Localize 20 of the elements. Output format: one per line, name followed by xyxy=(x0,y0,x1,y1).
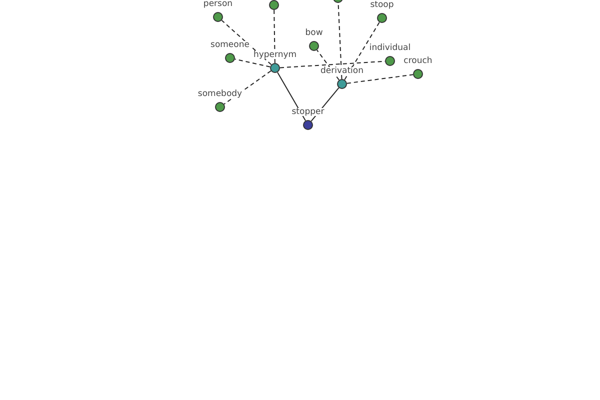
dashed-connector xyxy=(274,10,276,64)
dashed-connector xyxy=(346,74,414,84)
dashed-connector xyxy=(234,58,271,68)
node-label: stoop xyxy=(369,0,395,9)
node-label: person xyxy=(202,0,234,8)
dashed-connector xyxy=(221,20,272,66)
connector xyxy=(277,72,306,122)
dashed-connector xyxy=(338,2,342,80)
node-label: stopper xyxy=(290,108,326,116)
dashed-connector xyxy=(316,50,340,80)
node-label: crouch xyxy=(402,56,434,65)
node-label: individual xyxy=(368,44,412,52)
dashed-connector xyxy=(224,70,272,105)
node-label: somebody xyxy=(196,90,244,98)
node-label: hypernym xyxy=(252,50,298,59)
graph-node xyxy=(269,0,279,10)
node-label: derivation xyxy=(320,66,364,75)
node-label: someone xyxy=(210,40,250,49)
dashed-connector xyxy=(344,22,380,80)
node-label: bow xyxy=(304,28,324,37)
